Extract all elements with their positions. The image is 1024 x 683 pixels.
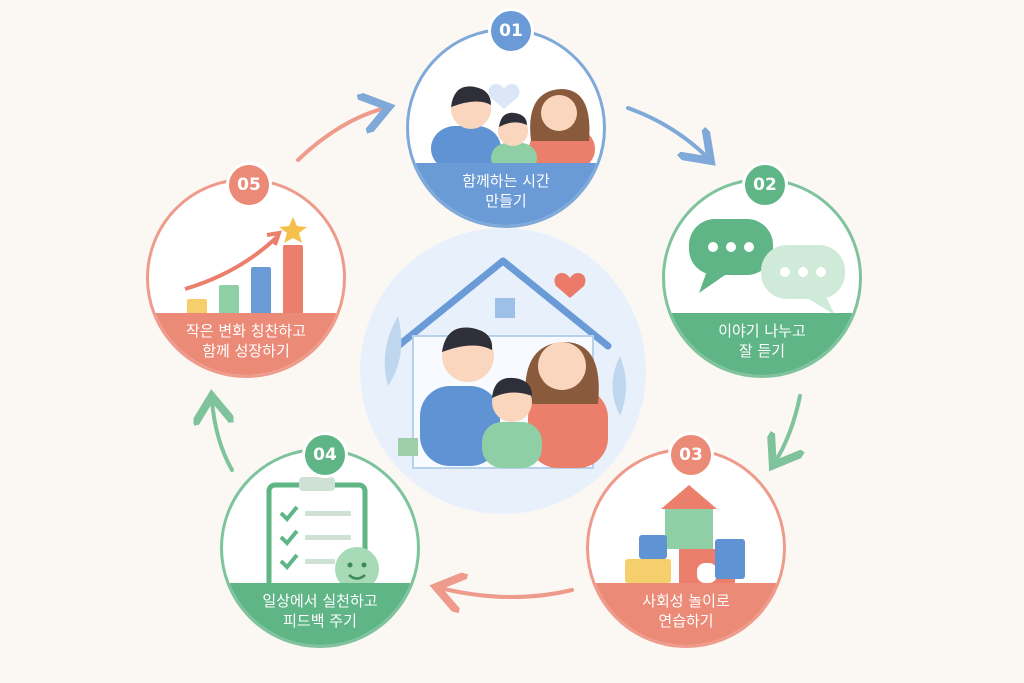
speech-bubbles-icon [689,219,845,315]
growth-chart-icon [184,217,307,317]
step-label-line2: 만들기 [485,192,527,210]
step-3-number-badge: 03 [668,432,714,478]
step-5-number-badge: 05 [226,162,272,208]
step-4-number-badge: 04 [302,432,348,478]
step-label-line2: 잘 듣기 [738,342,786,360]
arrow-3-to-4 [440,588,574,597]
step-label-line1: 사회성 놀이로 [642,592,730,610]
step-2-number-badge: 02 [742,162,788,208]
arrow-2-to-3 [775,394,800,462]
step-label-line1: 함께하는 시간 [462,172,550,190]
arrow-4-to-5 [212,400,234,472]
family-house-icon [360,228,646,514]
step-label-line2: 피드백 주기 [283,612,357,630]
step-label-line1: 이야기 나누고 [718,322,806,340]
arrow-5-to-1 [296,108,385,162]
step-label-line1: 작은 변화 칭찬하고 [186,322,306,340]
toy-blocks-icon [625,485,745,583]
step-label-line1: 일상에서 실천하고 [262,592,378,610]
step-1-number-badge: 01 [488,8,534,54]
center-family-house [358,226,648,516]
arrow-1-to-2 [626,106,708,158]
step-label-line2: 연습하기 [658,612,714,630]
checklist-icon [266,477,379,591]
step-label-line2: 함께 성장하기 [202,342,290,360]
